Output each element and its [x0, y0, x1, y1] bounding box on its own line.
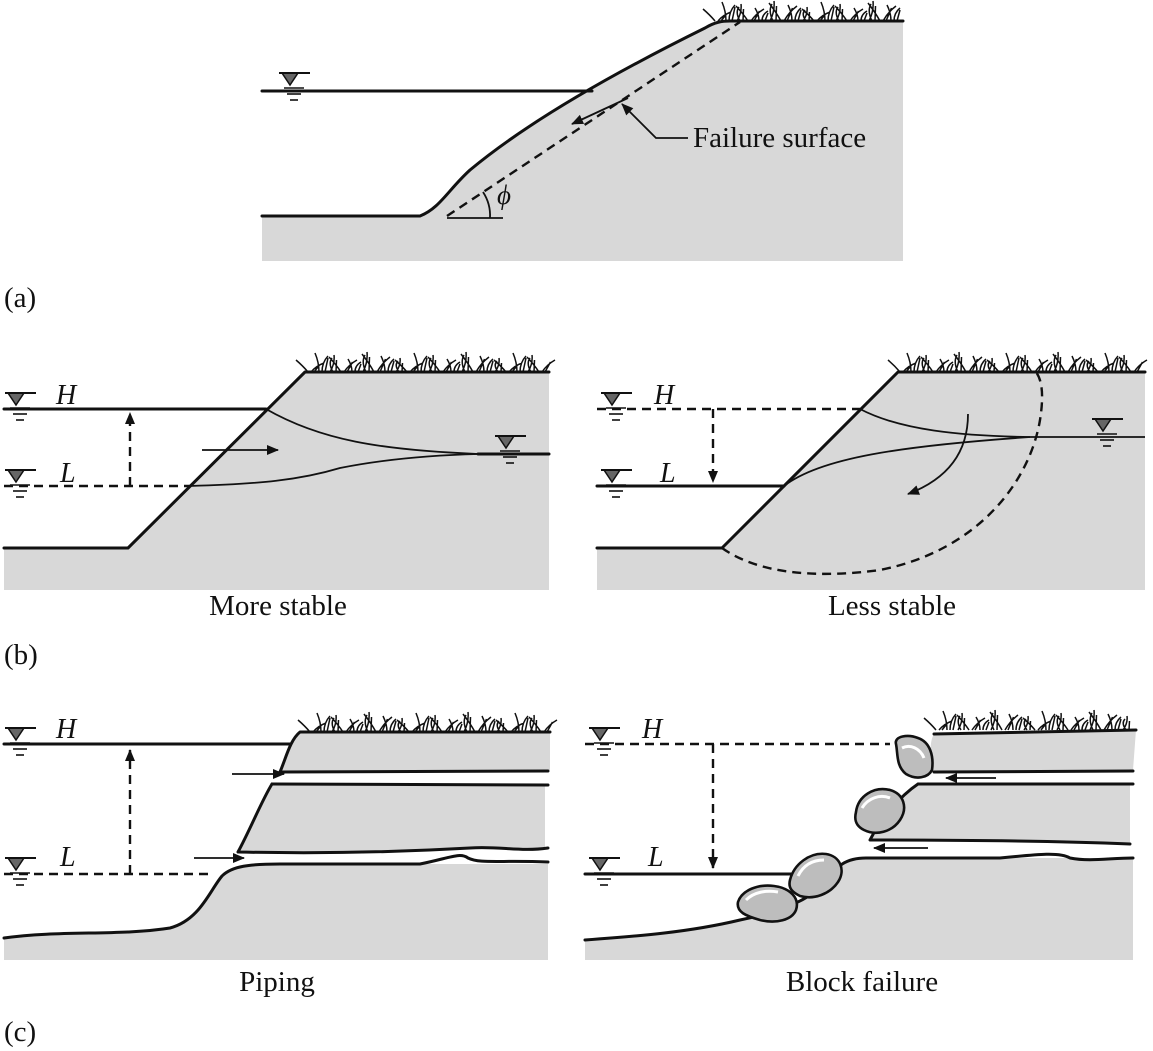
water-level-symbol-h-c-right — [588, 727, 621, 756]
high-level-label-b-left: H — [55, 380, 78, 411]
grass-tufts — [887, 351, 1148, 373]
failed-block-4 — [736, 884, 799, 923]
seepage-line-lower-b-right — [783, 436, 1031, 487]
ground-surface-c-left — [2, 854, 550, 940]
water-level-symbol-h-b-left — [4, 392, 37, 421]
water-level-symbol-h-c-left — [4, 727, 37, 756]
grass-tufts — [702, 0, 901, 22]
caption-more-stable: More stable — [209, 590, 347, 622]
grass-b-right — [887, 351, 1148, 373]
grass-tufts — [297, 711, 558, 733]
soil-layer-top-c-left — [280, 732, 550, 772]
soil-layer-middle-c-left — [238, 784, 545, 853]
soil-layer-top-c-right — [930, 730, 1136, 772]
water-level-symbol-l-b-left — [4, 469, 37, 498]
panel-c-label: (c) — [4, 1016, 36, 1048]
soil-body-b-right — [597, 372, 1145, 590]
high-level-label-c-left: H — [55, 714, 78, 745]
soil-body-c-left — [4, 864, 548, 960]
grass-tufts — [923, 709, 1131, 731]
seepage-line-upper-b-right — [859, 408, 1031, 438]
failure-label-leader — [621, 103, 688, 139]
grass-a — [702, 0, 901, 22]
pipe-upper-c-left — [270, 769, 550, 787]
high-level-label-c-right: H — [641, 714, 664, 745]
high-level-label-b-right: H — [653, 380, 676, 411]
soil-body-c-right — [585, 858, 1133, 960]
soil-body-a — [262, 22, 903, 261]
seepage-line-upper-b-left — [265, 408, 479, 455]
panel-b-label: (b) — [4, 639, 38, 671]
grass-c-right — [923, 709, 1131, 731]
water-level-symbol-h-b-right — [600, 392, 633, 421]
caption-less-stable: Less stable — [828, 590, 956, 622]
failure-plane-line — [446, 20, 741, 218]
low-level-label-c-left: L — [59, 842, 76, 873]
low-level-label-b-right: L — [659, 458, 676, 489]
failure-surface-label: Failure surface — [693, 122, 866, 154]
failed-block-3 — [788, 852, 843, 899]
low-level-label-c-right: L — [647, 842, 664, 873]
panel-b-right: H L — [595, 351, 1148, 590]
failed-block-1 — [894, 734, 934, 779]
panel-c-left: H L — [2, 711, 558, 960]
soil-layer-middle-c-right — [870, 784, 1130, 844]
grass-b-left — [295, 351, 556, 373]
failure-circle-b-right — [721, 371, 1044, 576]
panel-a-label: (a) — [4, 282, 36, 314]
caption-block-failure: Block failure — [786, 966, 938, 998]
ground-surface-b-left — [2, 370, 551, 550]
layer-top-outline-c-right — [932, 728, 1138, 774]
panel-c-right: H L — [583, 709, 1138, 960]
water-level-symbol-l-c-right — [588, 857, 621, 886]
angle-arc — [482, 191, 491, 219]
panel-a: ϕ Failure surface — [260, 0, 905, 261]
water-level-symbol-l-b-right — [600, 469, 633, 498]
layer-top-outline-c-left — [278, 730, 552, 774]
panel-b-left: H L — [2, 351, 556, 590]
ground-surface-a — [260, 19, 905, 218]
water-level-symbol-a — [278, 72, 311, 101]
low-level-label-b-left: L — [59, 458, 76, 489]
caption-piping: Piping — [239, 966, 315, 998]
layer-middle-outline-c-left — [236, 782, 550, 855]
grass-tufts — [295, 351, 556, 373]
seepage-line-lower-b-left — [189, 453, 479, 487]
failed-block-2 — [853, 787, 906, 834]
slide-arrow — [571, 97, 629, 125]
water-level-symbol-l-c-left — [4, 857, 37, 886]
rotation-arrow-b-right — [907, 413, 969, 495]
angle-symbol: ϕ — [497, 180, 511, 210]
grass-c-left — [297, 711, 558, 733]
